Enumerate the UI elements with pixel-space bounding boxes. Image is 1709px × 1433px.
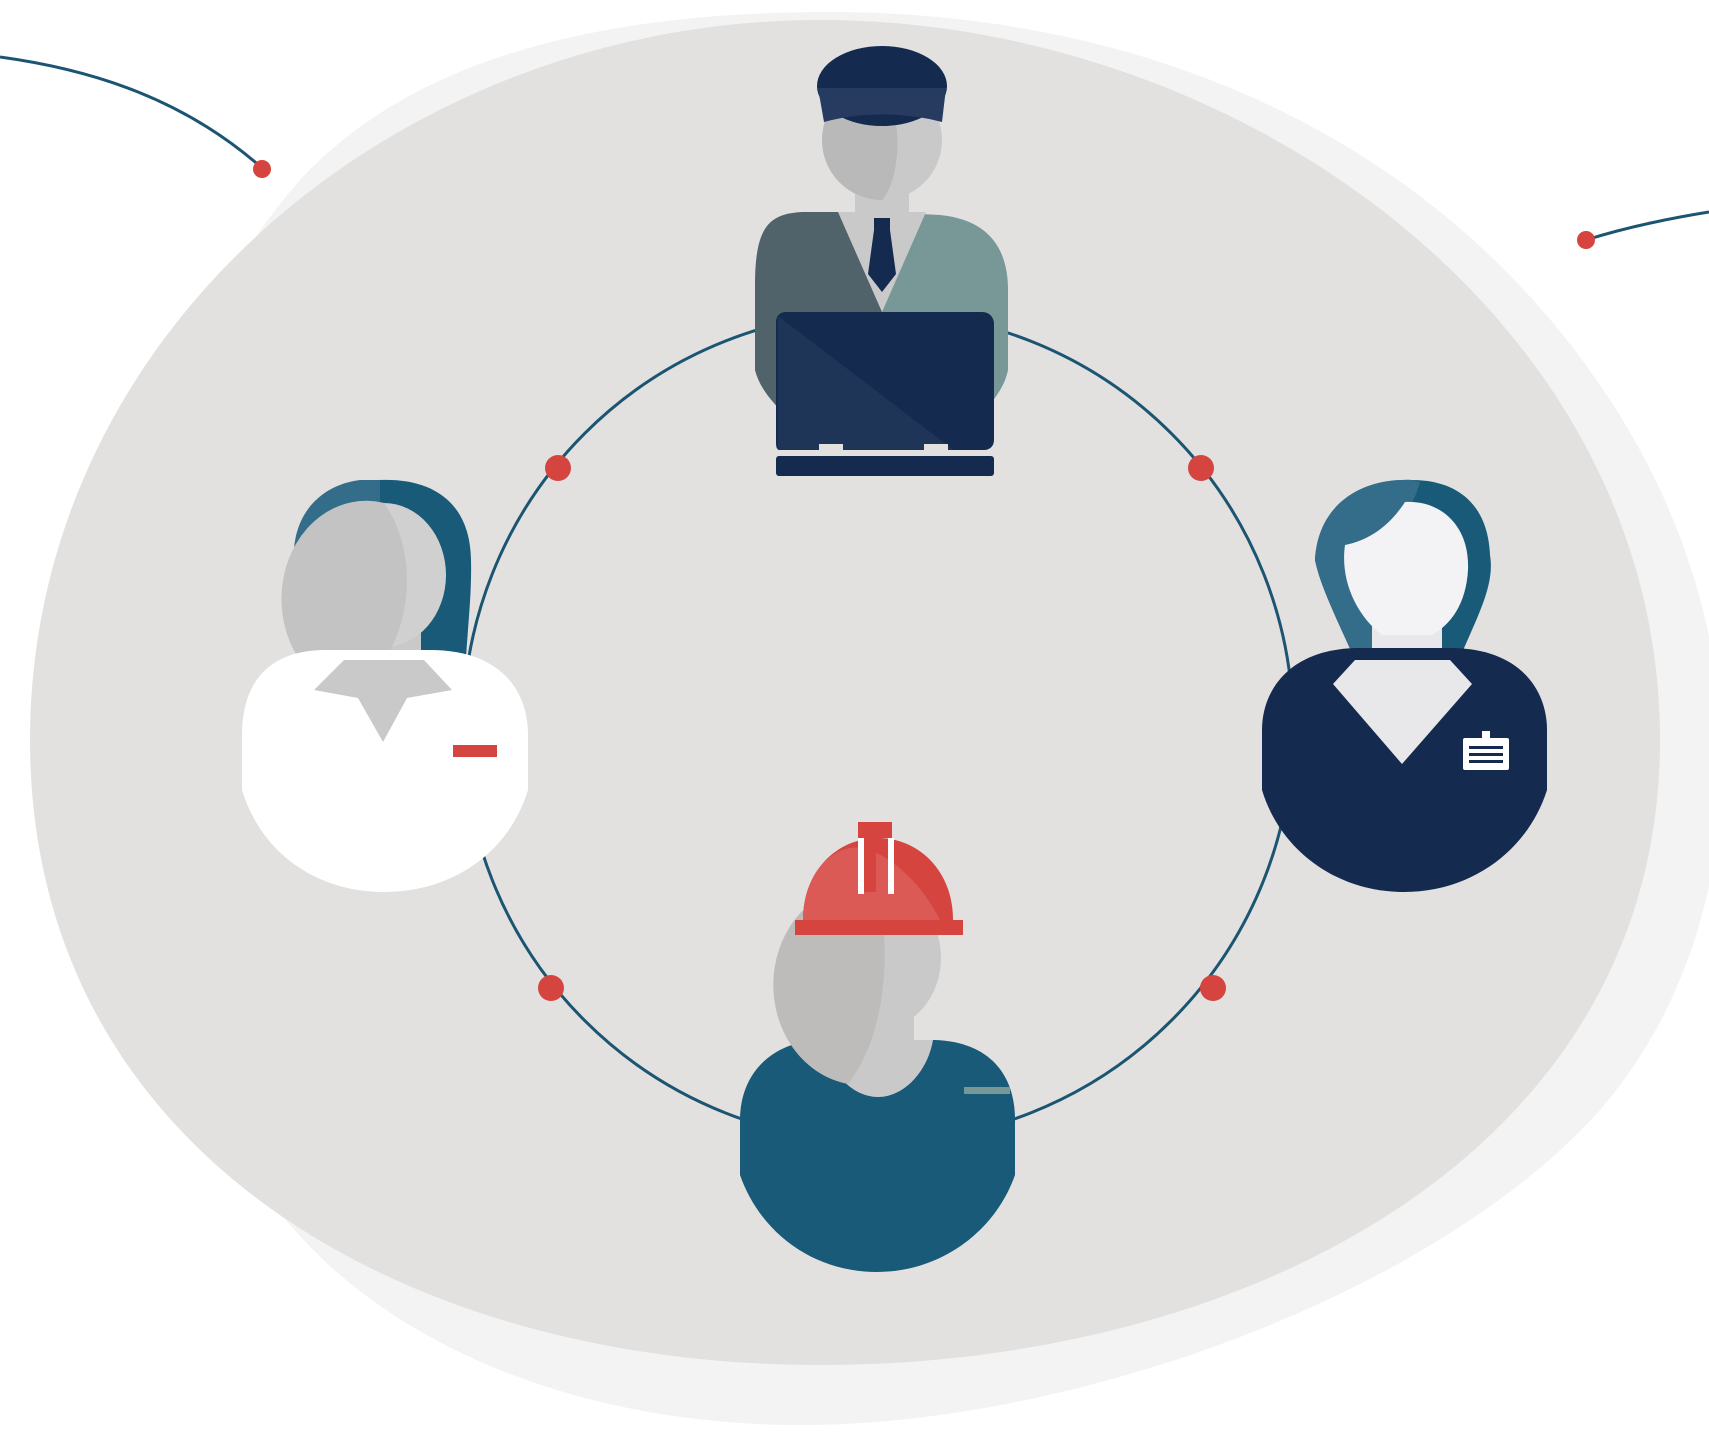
person-with-cap-and-laptop-icon [755,46,1008,476]
hard-hat-ridge [862,822,892,838]
hard-hat-brim [795,920,963,935]
connector-line-top-left [0,55,263,170]
shirt-pocket-stripe [964,1087,1010,1094]
person-with-hard-hat-icon [740,822,1015,1272]
network-node [538,975,564,1001]
medical-worker-head-shade [281,500,407,695]
construction-worker-shirt [740,1040,1015,1272]
id-badge-icon [1463,731,1509,770]
hard-hat-stripe [858,838,864,894]
connector-node-top-left [253,160,271,178]
medical-worker-collar [314,660,452,742]
business-worker-face [1344,501,1469,635]
connector-node-top-right [1577,231,1595,249]
office-worker-tie [868,218,896,292]
person-with-id-badge-icon [1262,479,1547,892]
connector-line-top-right [1585,210,1709,242]
business-worker-shirt [1333,660,1472,764]
network-node [1188,455,1214,481]
person-with-white-coat-icon [242,479,528,892]
pocket-pen-icon [453,745,497,757]
laptop-screen-shade [778,316,980,470]
medical-worker-coat [242,650,528,892]
laptop-base [776,456,994,476]
hard-hat-stripe [888,838,894,894]
background-blob-inner [30,20,1660,1365]
laptop-hinge [776,450,994,456]
business-worker-jacket [1262,648,1547,892]
network-node [545,455,571,481]
office-worker-cap-brim [818,88,946,122]
network-node [1200,975,1226,1001]
